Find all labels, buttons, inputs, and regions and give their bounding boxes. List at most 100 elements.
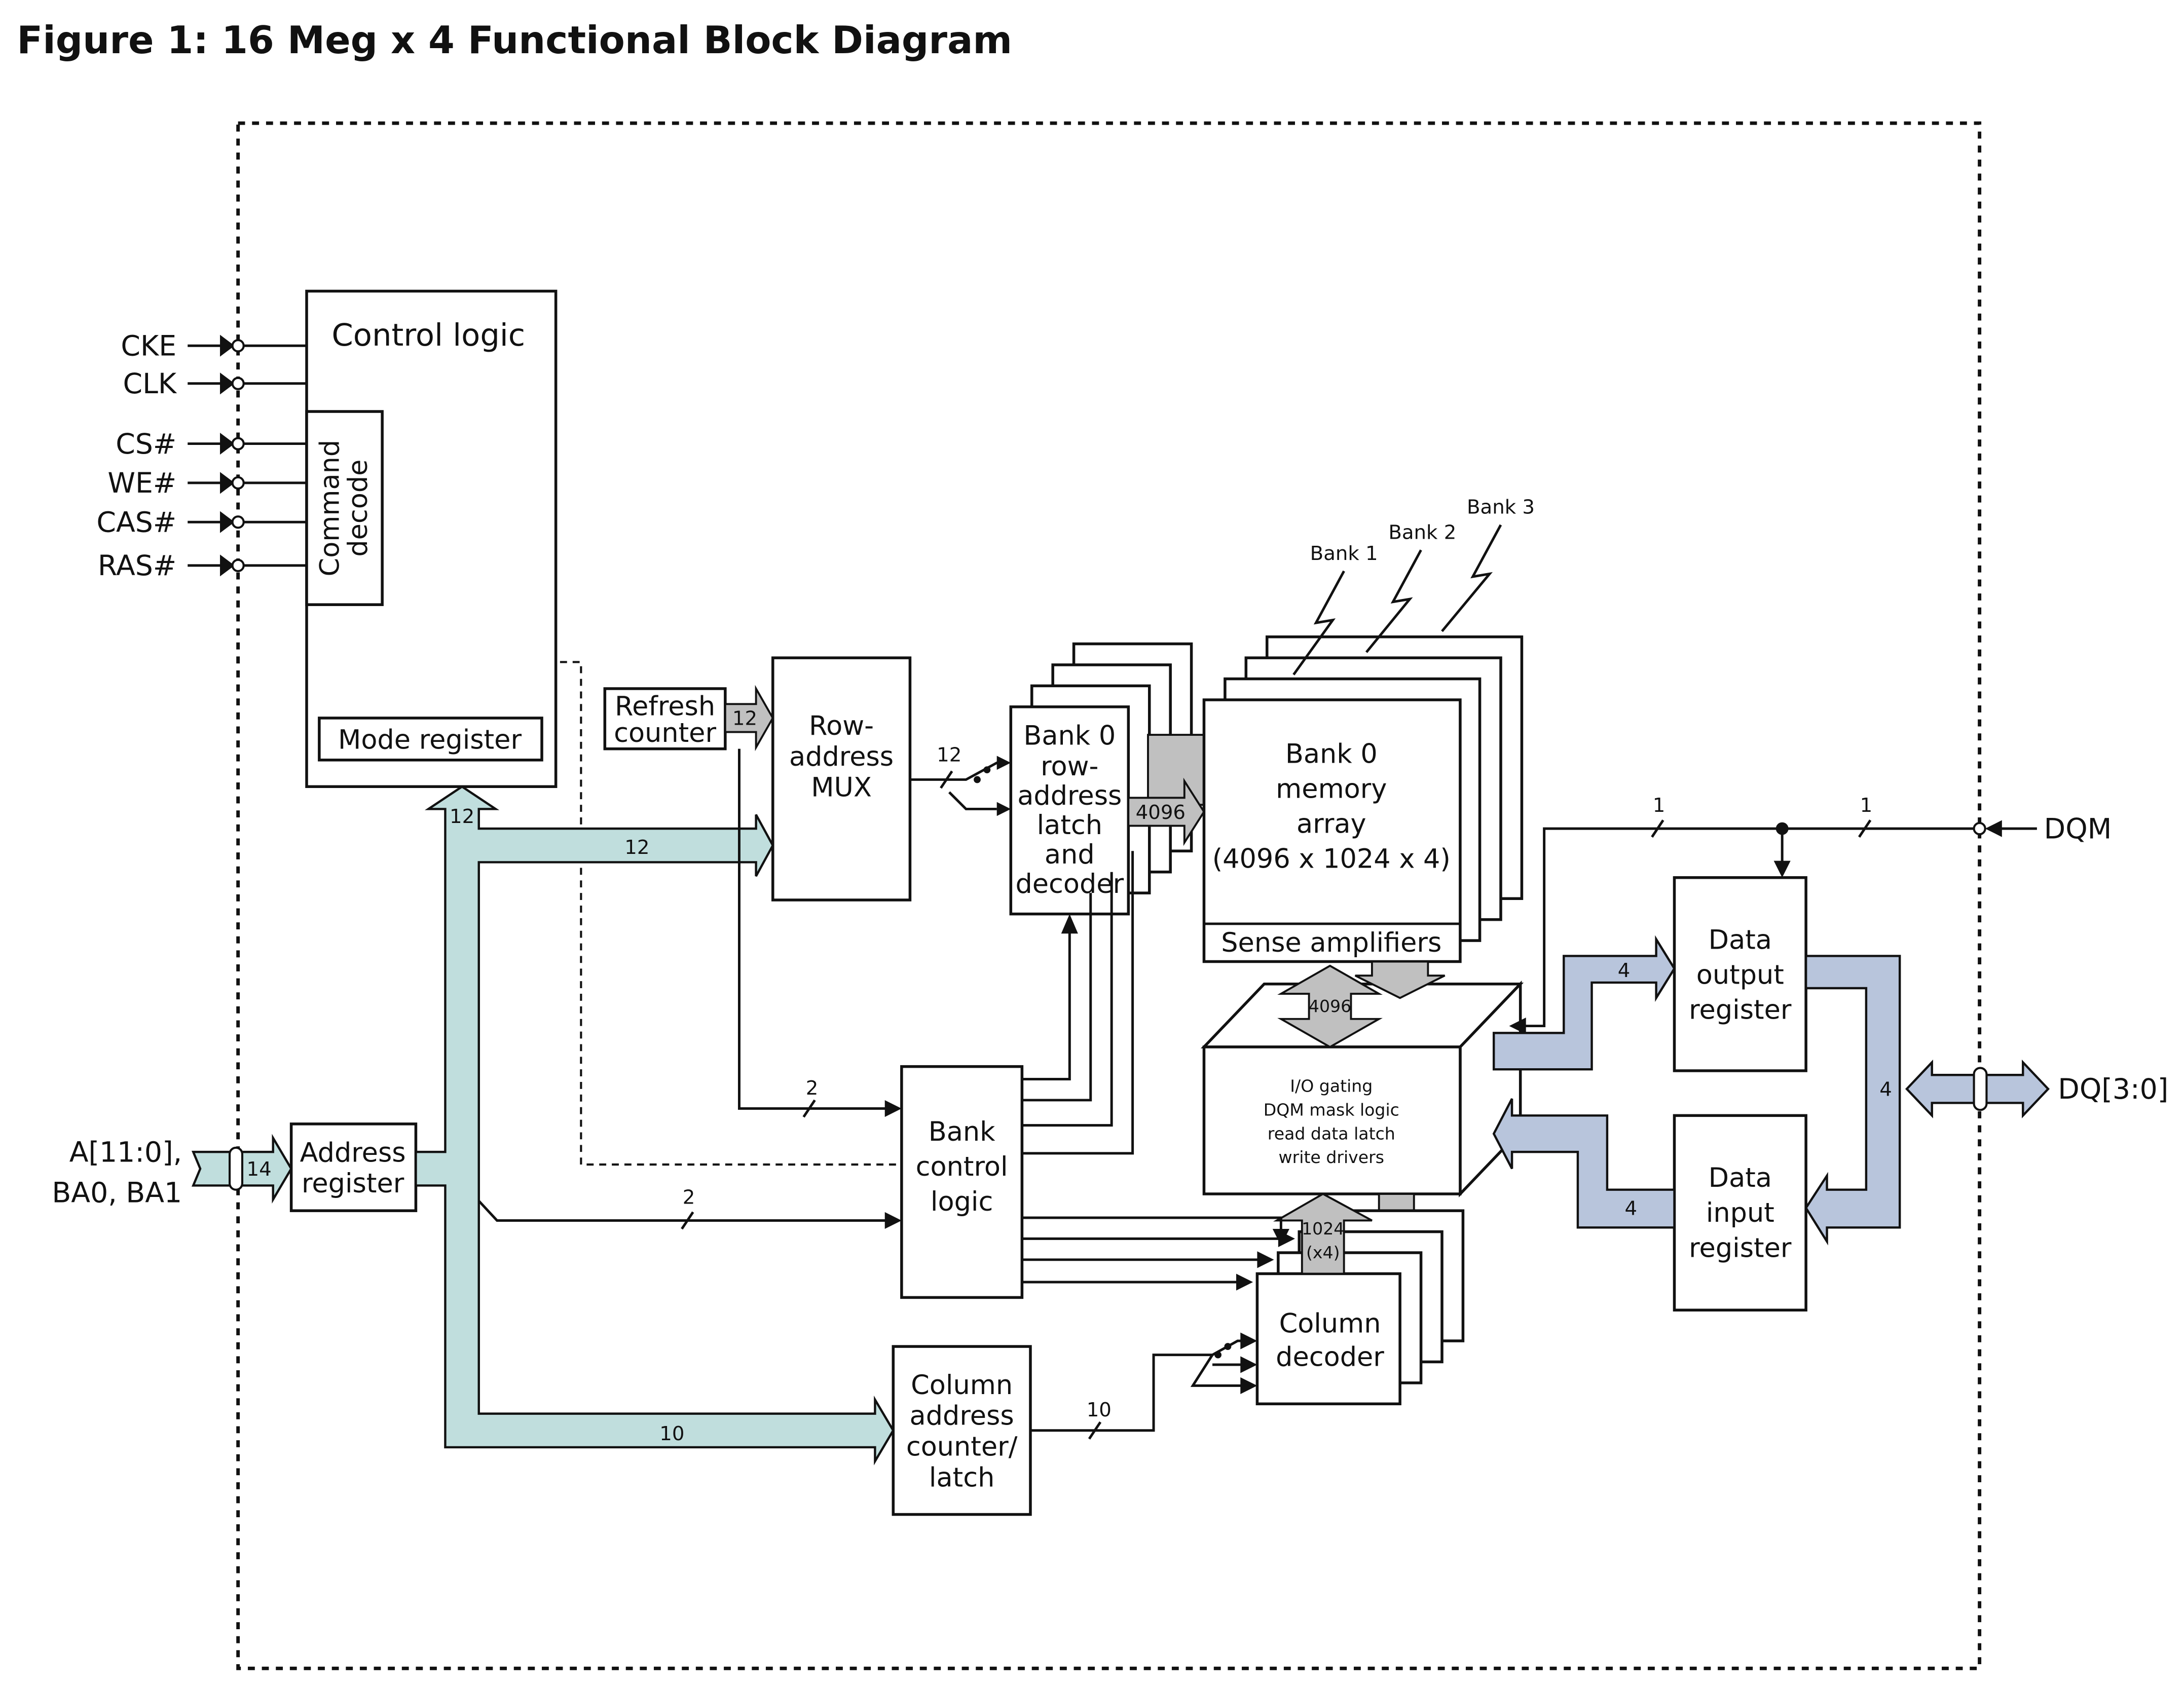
bank-labels: Bank 1 Bank 2 Bank 3: [1292, 496, 1535, 676]
memory-array-label-3: array: [1297, 808, 1366, 839]
bank-3-label: Bank 3: [1467, 496, 1535, 519]
memory-array-stack: Bank 0 memory array (4096 x 1024 x 4) Se…: [1202, 635, 1524, 963]
pin-clk: CLK: [123, 368, 177, 400]
pin-dq: DQ[3:0]: [2058, 1073, 2168, 1106]
bus-width-bank-sel-b: 2: [683, 1186, 695, 1209]
row-latch-label-3: address: [1017, 780, 1122, 811]
column-counter-label-3: counter/: [906, 1432, 1018, 1462]
memory-array-label-2: memory: [1276, 773, 1387, 804]
bank-1-label: Bank 1: [1310, 542, 1378, 565]
data-input-label-3: register: [1689, 1232, 1792, 1263]
bank-control-label: Bank: [929, 1116, 995, 1147]
bus-width-row-to-array: 4096: [1136, 801, 1186, 824]
mode-register-label: Mode register: [338, 725, 522, 756]
io-gating-label: I/O gating: [1290, 1076, 1373, 1096]
bank-select-line-a: [737, 748, 888, 1110]
bus-width-mux-out: 12: [937, 744, 961, 767]
io-gating-label-3: read data latch: [1268, 1123, 1395, 1143]
pin-cke: CKE: [121, 330, 176, 363]
data-input-label-2: input: [1706, 1197, 1774, 1228]
command-decode-label-2: decode: [343, 460, 374, 557]
io-gating-block: I/O gating DQM mask logic read data latc…: [1201, 980, 1524, 1197]
bus-width-in: 4: [1625, 1197, 1638, 1220]
bank-control-logic-block: [900, 1065, 1024, 1299]
control-logic-block: Control logic Command decode Mode regist…: [305, 289, 558, 789]
row-latch-label-5: and: [1045, 839, 1095, 870]
bus-width-to-mux: 12: [624, 836, 649, 859]
row-latch-label: Bank 0: [1023, 720, 1116, 751]
bus-width-col-to-io: 1024: [1302, 1219, 1344, 1239]
control-logic-label: Control logic: [331, 318, 525, 353]
pin-address: A[11:0],: [69, 1136, 182, 1169]
sense-to-io-bus: [1277, 964, 1383, 1048]
bus-width-col-to-io-mult: (x4): [1306, 1243, 1340, 1262]
row-latch-label-6: decoder: [1015, 869, 1124, 899]
column-decoder-label: Column: [1279, 1308, 1381, 1339]
bus-width-dq: 4: [1879, 1078, 1892, 1101]
pin-ras: RAS#: [98, 550, 176, 582]
sense-bus-back: [1354, 960, 1446, 999]
address-bus: [415, 785, 895, 1466]
memory-array-block: [1202, 698, 1462, 963]
io-gating-label-2: DQM mask logic: [1264, 1100, 1399, 1119]
refresh-counter-label-2: counter: [614, 718, 716, 748]
refresh-counter-label: Refresh: [615, 691, 715, 722]
column-decoder-block: [1255, 1272, 1401, 1406]
io-gating-label-4: write drivers: [1279, 1147, 1385, 1167]
figure-title: Figure 1: 16 Meg x 4 Functional Block Di…: [17, 18, 1012, 62]
memory-array-label: Bank 0: [1285, 738, 1378, 769]
chip-boundary: [236, 121, 1982, 1670]
bus-width-dqm-b: 1: [1860, 794, 1873, 817]
bank-control-lines: [1022, 851, 1295, 1291]
column-address-line: 10: [1030, 1332, 1257, 1440]
column-counter-label: Column: [911, 1370, 1013, 1401]
bus-width-refresh: 12: [732, 707, 757, 730]
data-output-label-2: output: [1696, 960, 1784, 991]
bank-control-label-2: control: [916, 1151, 1008, 1182]
dqm-path: 1 1 DQM: [1509, 794, 2112, 1035]
address-input: A[11:0], BA0, BA1 14 Address register: [52, 1122, 418, 1212]
sense-amplifiers-label: Sense amplifiers: [1221, 927, 1441, 958]
refresh-counter-block: [603, 687, 727, 751]
dq-connector: [1973, 1067, 1988, 1111]
address-register-label: Address: [300, 1137, 406, 1168]
bus-width-dqm-a: 1: [1653, 794, 1665, 817]
data-output-label-3: register: [1689, 995, 1792, 1026]
data-output-label: Data: [1709, 925, 1772, 956]
row-mux-label: Row-: [809, 710, 874, 741]
address-register-label-2: register: [302, 1168, 404, 1199]
bank-select-line-b: [477, 1200, 888, 1222]
bank-2-label: Bank 2: [1388, 521, 1456, 544]
row-mux-label-2: address: [789, 741, 894, 772]
bus-width-addr-in: 14: [246, 1158, 271, 1181]
bus-width-to-control: 12: [450, 805, 474, 828]
row-latch-label-4: latch: [1037, 810, 1102, 841]
control-dashed-line: [560, 661, 902, 1166]
pin-we: WE#: [107, 467, 176, 500]
pin-connector: [229, 1146, 244, 1191]
data-input-register-block: [1673, 1114, 1807, 1312]
row-latch-stack: Bank 0 row- address latch and decoder: [1009, 642, 1205, 916]
read-data-bus: [1492, 935, 1676, 1071]
column-decoder-stack: Column decoder: [1255, 1193, 1465, 1406]
pin-cas: CAS#: [96, 507, 176, 539]
row-mux-label-3: MUX: [811, 772, 872, 803]
bus-width-col-out: 10: [1087, 1399, 1112, 1421]
dq-internal-bus: [1804, 955, 1901, 1246]
column-address-counter-block: [892, 1345, 1032, 1516]
memory-array-label-4: (4096 x 1024 x 4): [1212, 843, 1451, 874]
mux-output-line: 12: [910, 744, 1011, 816]
bus-width-bank-sel-a: 2: [806, 1077, 819, 1100]
refresh-bus: [724, 685, 774, 752]
pin-cs: CS#: [116, 428, 176, 461]
bus-width-to-column: 10: [659, 1422, 684, 1445]
bus-width-out: 4: [1618, 959, 1631, 982]
control-pins: CKE CLK CS# WE# CAS# RAS#: [96, 330, 307, 582]
column-counter-label-2: address: [910, 1401, 1014, 1432]
row-to-array-bus: [1127, 777, 1205, 846]
command-decode-label: Command: [315, 440, 346, 577]
data-input-label: Data: [1709, 1162, 1772, 1193]
mode-register-block: [318, 717, 543, 762]
row-latch-label-2: row-: [1041, 751, 1098, 782]
